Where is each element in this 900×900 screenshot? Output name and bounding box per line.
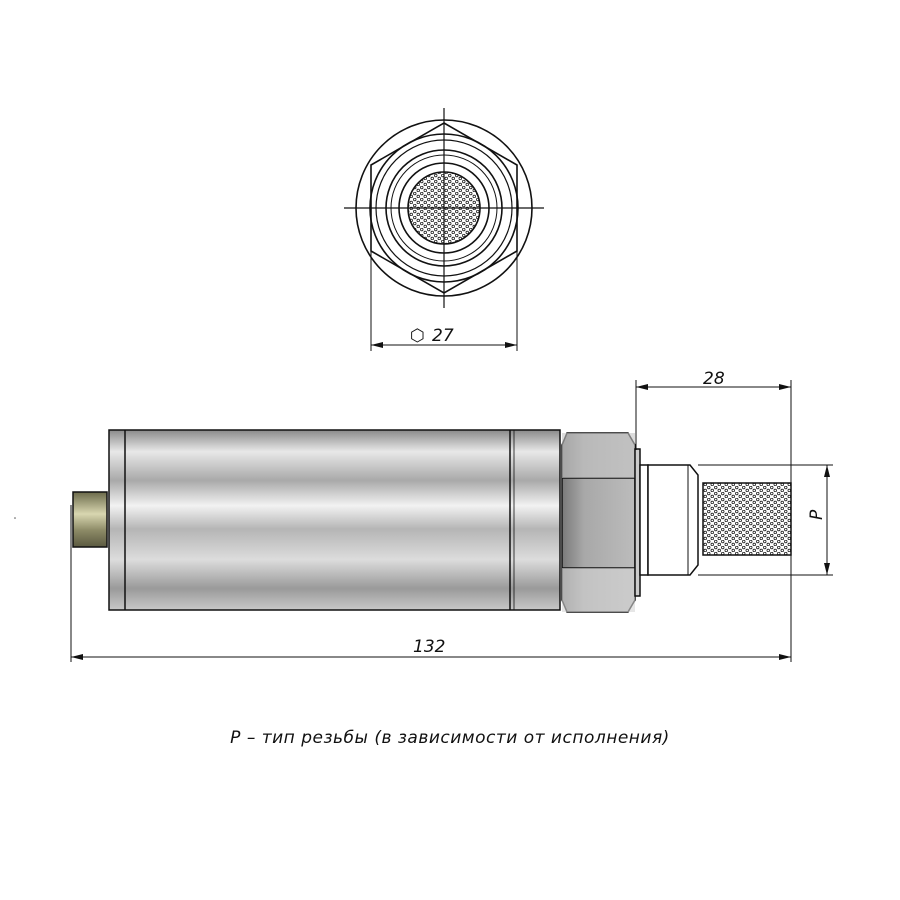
- dimensions: [70, 380, 833, 662]
- fitting-length-label: 28: [703, 369, 725, 389]
- side-view: [72, 429, 792, 613]
- overall-length-label: 132: [413, 637, 445, 657]
- end-view: [344, 108, 544, 351]
- mesh-filter-side: [702, 482, 792, 556]
- sensor-body: [108, 429, 561, 611]
- hex-nut: [561, 432, 636, 613]
- electrical-connector: [72, 491, 108, 548]
- hex-dimension-label: 27: [432, 326, 454, 346]
- thread-label: P: [807, 509, 827, 520]
- threaded-fitting: [647, 464, 699, 576]
- hex-symbol: ⬡: [410, 326, 425, 346]
- caption: P – тип резьбы (в зависимости от исполне…: [230, 728, 670, 748]
